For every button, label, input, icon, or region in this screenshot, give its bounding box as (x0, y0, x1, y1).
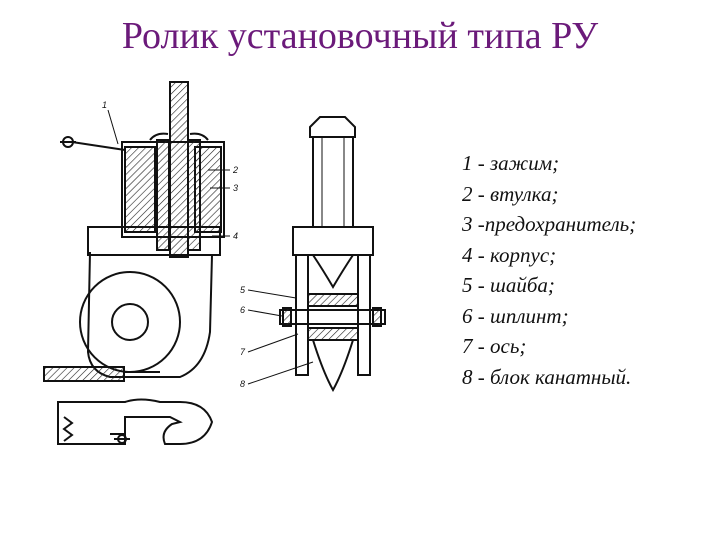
clamp-detail-view (57, 398, 214, 445)
legend-item-8: 8 - блок канатный. (462, 364, 632, 389)
callout-7: 7 (240, 347, 246, 357)
callout-3: 3 (233, 183, 238, 193)
legend-item-6: 6 - шплинт; (462, 303, 569, 328)
side-view-section (43, 81, 230, 382)
front-view-section (247, 116, 386, 393)
legend-item-1: 1 - зажим; (462, 151, 560, 175)
legend-item-3: 3 -предохранитель; (462, 212, 637, 236)
callout-5: 5 (240, 285, 246, 295)
callout-1: 1 (102, 100, 107, 110)
roller-technical-drawing: 1 2 3 4 5 6 7 8 (43, 81, 386, 445)
slide-title: Ролик установочный типа РУ (121, 15, 599, 57)
legend-item-5: 5 - шайба; (462, 273, 555, 297)
callout-8: 8 (240, 379, 245, 389)
legend-item-2: 2 - втулка; (462, 181, 559, 206)
callout-6: 6 (240, 305, 245, 315)
parts-legend: 1 - зажим; 2 - втулка; 3 -предохранитель… (462, 148, 712, 392)
callout-4: 4 (233, 231, 238, 241)
legend-item-4: 4 - корпус; (462, 242, 557, 267)
callout-2: 2 (232, 165, 238, 175)
legend-item-7: 7 - ось; (462, 334, 527, 358)
